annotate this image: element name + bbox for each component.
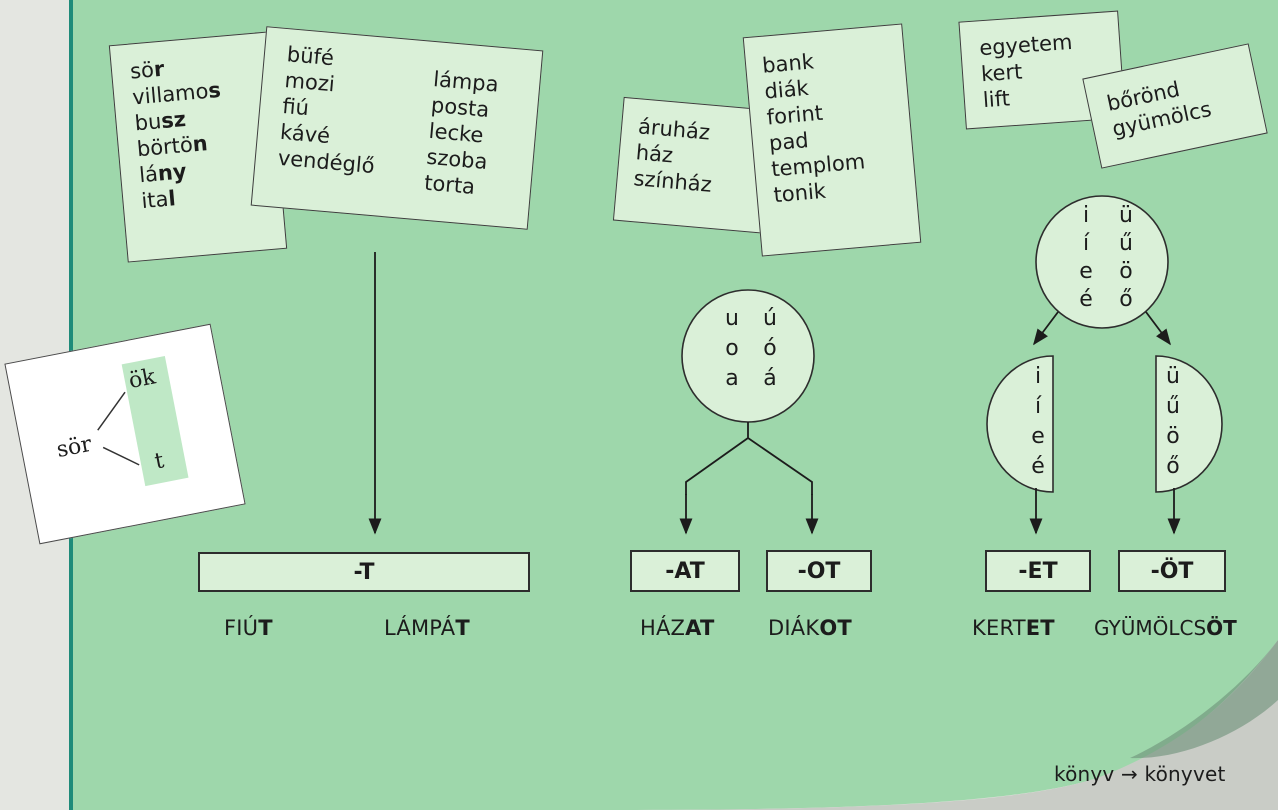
vowel-letter: ö bbox=[1166, 424, 1180, 449]
inset-example-card: sör ök t bbox=[4, 323, 246, 545]
circle-back-vowels bbox=[681, 289, 815, 423]
vowel-letter: ő bbox=[1166, 454, 1180, 479]
vowel-letter: i bbox=[1082, 203, 1090, 228]
example-kertet: KERTET bbox=[972, 616, 1055, 640]
vowel-letter: á bbox=[763, 366, 777, 391]
half-right-vowels: ü ű ö ő bbox=[1163, 362, 1183, 482]
exception-note: könyv → könyvet bbox=[1054, 762, 1226, 786]
example-gyumolcsot: GYÜMÖLCSÖT bbox=[1094, 616, 1237, 640]
vowel-letter: ő bbox=[1119, 287, 1133, 312]
example-diakot: DIÁKOT bbox=[768, 616, 852, 640]
example-hazat: HÁZAT bbox=[640, 616, 715, 640]
vowel-letter: ü bbox=[1166, 364, 1180, 389]
vowel-letter: ú bbox=[763, 306, 777, 331]
arrow-to-right-half bbox=[1145, 311, 1171, 346]
back-vowels-right: ú ó á bbox=[760, 304, 780, 394]
circle-front-vowels bbox=[1035, 195, 1169, 329]
ending-box-t: -T bbox=[198, 552, 530, 592]
vowel-letter: í bbox=[1082, 231, 1090, 256]
vowel-letter: e bbox=[1079, 259, 1093, 284]
inset-lines bbox=[97, 391, 140, 466]
half-left-vowels: i í e é bbox=[1028, 362, 1048, 482]
half-circle-right bbox=[1155, 355, 1223, 493]
vowel-letter: ó bbox=[763, 336, 777, 361]
arrow-to-left-half bbox=[1033, 311, 1059, 346]
vowel-letter: ö bbox=[1119, 259, 1133, 284]
vowel-letter: é bbox=[1079, 287, 1093, 312]
half-circle-left bbox=[986, 355, 1054, 493]
vowel-letter: ü bbox=[1119, 203, 1133, 228]
vowel-letter: e bbox=[1031, 424, 1045, 449]
vowel-letter: é bbox=[1031, 454, 1045, 479]
example-lampat: LÁMPÁT bbox=[384, 616, 470, 640]
ending-box-et: -ET bbox=[985, 550, 1091, 592]
vowel-letter: ű bbox=[1166, 394, 1180, 419]
branch-back bbox=[685, 422, 813, 495]
ending-box-at: -AT bbox=[630, 550, 740, 592]
vowel-letter: o bbox=[725, 336, 739, 361]
front-vowels-left: i í e é bbox=[1076, 202, 1096, 314]
ending-box-ot2: -ÖT bbox=[1118, 550, 1226, 592]
back-vowels-left: u o a bbox=[722, 304, 742, 394]
vowel-letter: i bbox=[1034, 364, 1042, 389]
front-vowels-right: ü ű ö ő bbox=[1116, 202, 1136, 314]
vowel-letter: u bbox=[725, 306, 739, 331]
vowel-letter: a bbox=[725, 366, 739, 391]
example-fiut: FIÚT bbox=[224, 616, 273, 640]
vowel-letter: ű bbox=[1119, 231, 1133, 256]
ending-box-ot: -OT bbox=[766, 550, 872, 592]
vowel-letter: í bbox=[1034, 394, 1042, 419]
